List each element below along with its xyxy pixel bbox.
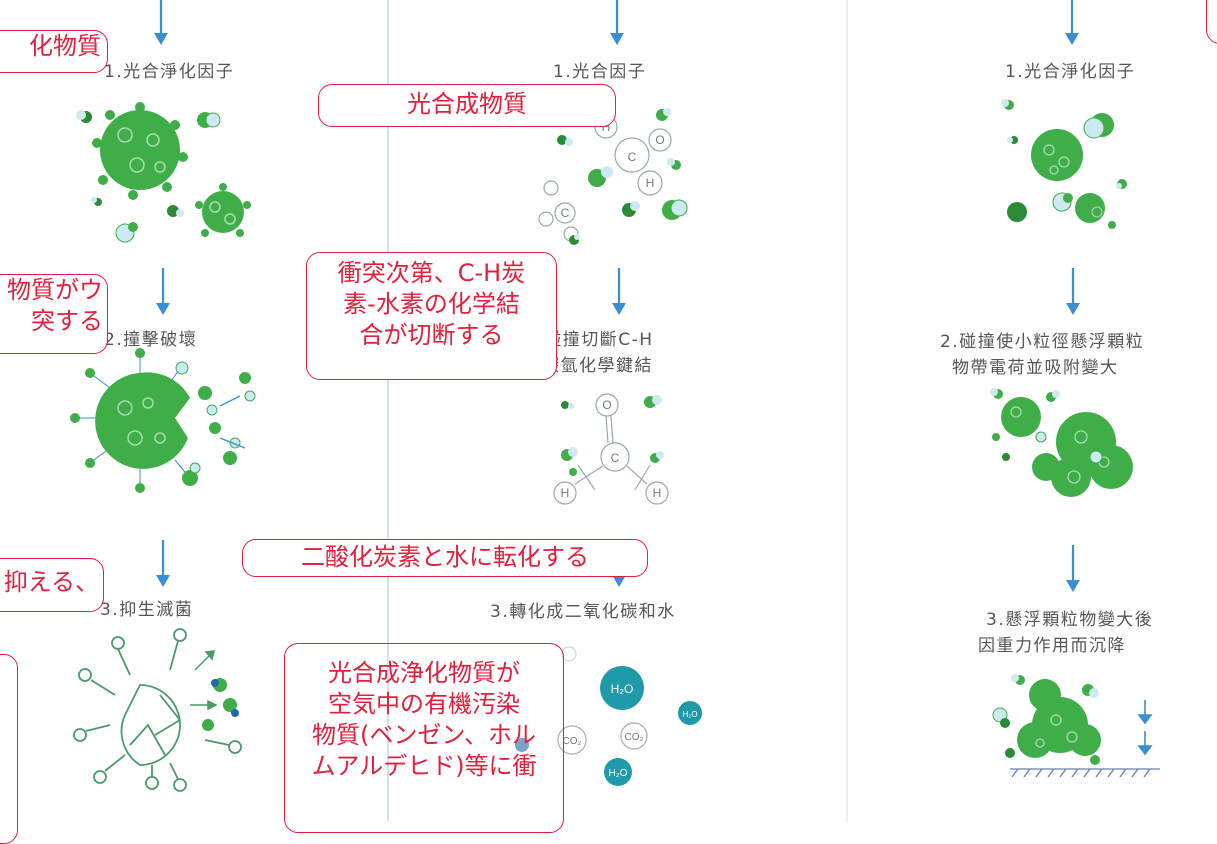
small-particle-icon (515, 738, 529, 752)
mid-molecule-h-label: H (646, 176, 655, 190)
mid-step2-label-line2: 碳氫化學鍵結 (542, 356, 653, 376)
mid-molecule-h-label: H (602, 120, 611, 134)
down-arrow-icon (612, 268, 626, 315)
column-divider-left (387, 0, 389, 821)
co2-label: CO₂ (563, 736, 582, 747)
callout-left-bottom (0, 654, 18, 844)
callout-right-edge (1206, 0, 1217, 44)
mid-molecule-o-label: O (655, 133, 664, 147)
callout-left-low: 抑える、 (0, 558, 104, 612)
down-arrow-icon (154, 0, 168, 45)
water-label: H₂O (609, 768, 628, 779)
mid-molecule-o-label: O (602, 398, 611, 412)
broken-bond-molecule-illustration: C O H H (553, 393, 669, 505)
down-arrow-icon (1066, 545, 1080, 592)
right-step3-label-line1: 3.懸浮顆粒物變大後 (986, 610, 1154, 630)
right-step2-label-line1: 2.碰撞使小粒徑懸浮顆粒 (940, 332, 1145, 352)
left-step1-label: 1.光合淨化因子 (104, 62, 235, 82)
water-label: H₂O (611, 682, 634, 696)
co2-water-molecules-illustration: H₂O CO₂ CO₂ H₂O H₂O (557, 646, 702, 786)
down-arrow-icon (1065, 0, 1079, 45)
down-arrow-icon (156, 540, 170, 587)
callout-mid-cut: 衝突次第、C-H炭 素-水素の化学結 合が切断する (306, 252, 557, 380)
left-step3-label: 3.抑生滅菌 (100, 600, 194, 620)
callout-left-mid: 物質がウ 突する (0, 274, 108, 354)
sterilization-illustration (73, 628, 242, 792)
down-arrow-icon (156, 268, 170, 315)
callout-left-top: 化物質 (0, 30, 108, 73)
down-arrow-icon (1066, 268, 1080, 315)
callout-mid-co2: 二酸化炭素と水に転化する (242, 539, 648, 577)
callout-mid-bottom: 光合成浄化物質が 空気中の有機汚染 物質(ベンゼン、ホル ムアルデヒド)等に衝 (284, 643, 564, 833)
photosynthetic-factor-spheres-illustration (1001, 99, 1127, 229)
mid-molecule-c-label: C (628, 150, 637, 164)
right-step1-label: 1.光合淨化因子 (1005, 62, 1136, 82)
right-step3-label-line2: 因重力作用而沉降 (978, 636, 1126, 656)
left-step2-label: 2.撞擊破壞 (104, 330, 198, 350)
co2-label: CO₂ (625, 732, 644, 743)
right-step2-label-line2: 物帶電荷並吸附變大 (952, 358, 1119, 378)
settling-particle-cluster-illustration (992, 674, 1160, 778)
photosynthetic-factor-particles-illustration (76, 102, 251, 243)
charged-particle-cluster-illustration (990, 388, 1133, 497)
mid-molecule-h-label: H (653, 486, 662, 500)
mid-molecule-h-label: H (561, 486, 570, 500)
down-arrow-icon (610, 0, 624, 45)
water-label: H₂O (682, 710, 697, 719)
callout-mid-top: 光合成物質 (318, 84, 616, 127)
column-divider-right (846, 0, 848, 821)
mid-molecule-c-label: C (611, 451, 620, 465)
mid-molecule-c-label: C (561, 206, 570, 220)
mid-step3-label: 3.轉化成二氧化碳和水 (490, 602, 676, 622)
collision-destruction-illustration (70, 348, 256, 493)
mid-step1-label: 1.光合因子 (553, 62, 647, 82)
hydrocarbon-molecule-illustration: C H O H C (538, 108, 688, 245)
